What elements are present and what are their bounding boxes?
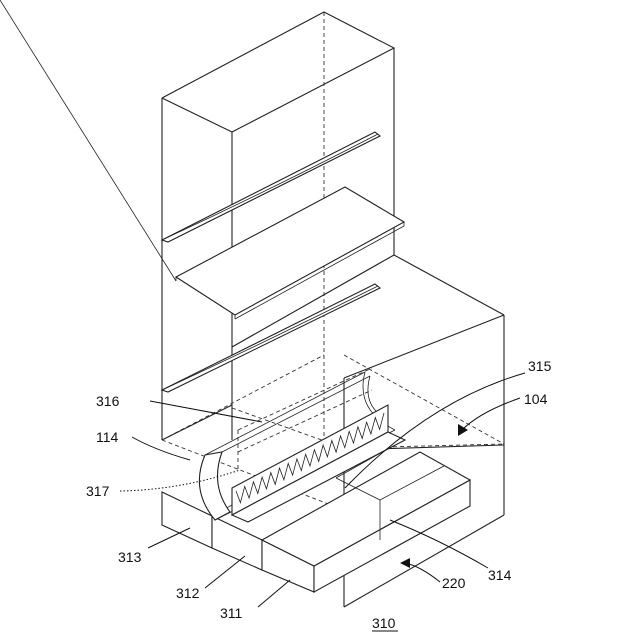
middle-flat-plate: [0, 0, 404, 319]
label-315: 315: [528, 358, 552, 374]
label-313: 313: [118, 549, 142, 565]
label-114: 114: [96, 429, 119, 445]
reference-labels: 316 114 317 315 104 313 312 311 314 220 …: [86, 358, 552, 631]
label-310: 310: [372, 615, 396, 631]
label-311: 311: [220, 605, 243, 621]
label-104: 104: [524, 391, 548, 407]
label-317: 317: [86, 483, 110, 499]
label-312: 312: [176, 585, 200, 601]
lower-lens-plate: [162, 284, 380, 392]
label-220: 220: [442, 575, 466, 591]
label-316: 316: [96, 393, 120, 409]
label-314: 314: [488, 567, 512, 583]
